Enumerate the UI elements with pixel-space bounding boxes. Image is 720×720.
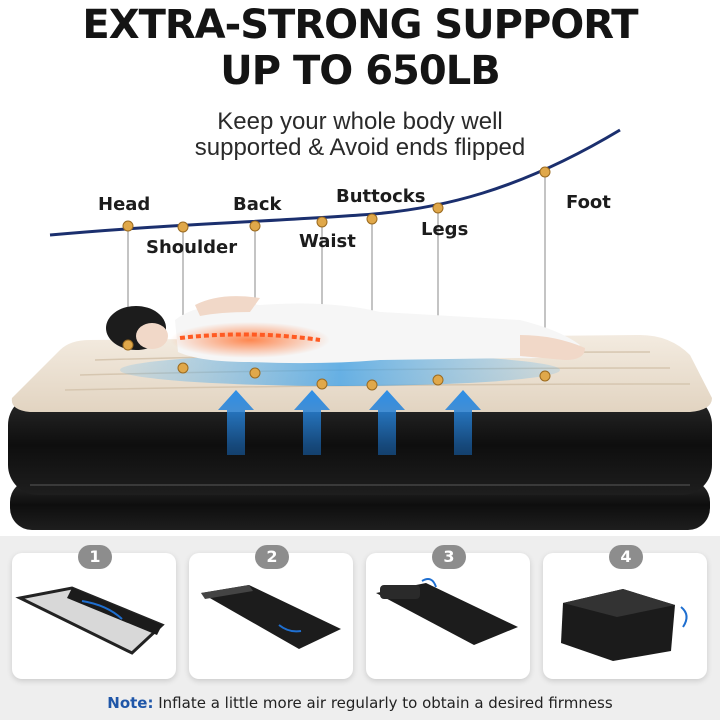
sleeping-person [106, 296, 585, 364]
folding-mattress-step-3 [376, 578, 518, 645]
subheadline-line-2: supported & Avoid ends flipped [194, 134, 526, 161]
zone-label-back: Back [233, 194, 282, 215]
up-arrow-icon [218, 390, 481, 455]
zone-label-waist: Waist [299, 231, 356, 252]
step-number-1: 1 [78, 545, 112, 569]
zone-markers [122, 166, 551, 391]
step-card-4 [543, 553, 707, 679]
pressure-zone [120, 354, 560, 386]
step-number-4: 4 [609, 545, 643, 569]
folding-mattress-step-2 [201, 585, 341, 649]
inflation-note: Note: Inflate a little more air regularl… [0, 694, 720, 712]
note-text: Inflate a little more air regularly to o… [153, 694, 613, 712]
mattress-side [8, 395, 712, 495]
zone-label-legs: Legs [421, 219, 469, 240]
headline-line-1: EXTRA-STRONG SUPPORT [82, 2, 638, 48]
step-card-3 [366, 553, 530, 679]
headline-line-2: UP TO 650LB [220, 48, 500, 94]
folding-mattress-step-1 [15, 586, 165, 655]
support-curve [49, 128, 621, 237]
subheadline-line-1: Keep your whole body well [217, 108, 503, 135]
step-card-2 [189, 553, 353, 679]
step-number-3: 3 [432, 545, 466, 569]
zone-label-foot: Foot [566, 192, 611, 213]
zone-label-buttocks: Buttocks [336, 186, 426, 207]
folding-mattress-step-4 [561, 589, 688, 661]
zone-label-head: Head [98, 194, 151, 215]
step-card-1 [12, 553, 176, 679]
mattress-illustration [8, 128, 713, 530]
zone-label-shoulder: Shoulder [146, 237, 238, 258]
step-number-2: 2 [255, 545, 289, 569]
note-prefix: Note: [107, 694, 154, 712]
